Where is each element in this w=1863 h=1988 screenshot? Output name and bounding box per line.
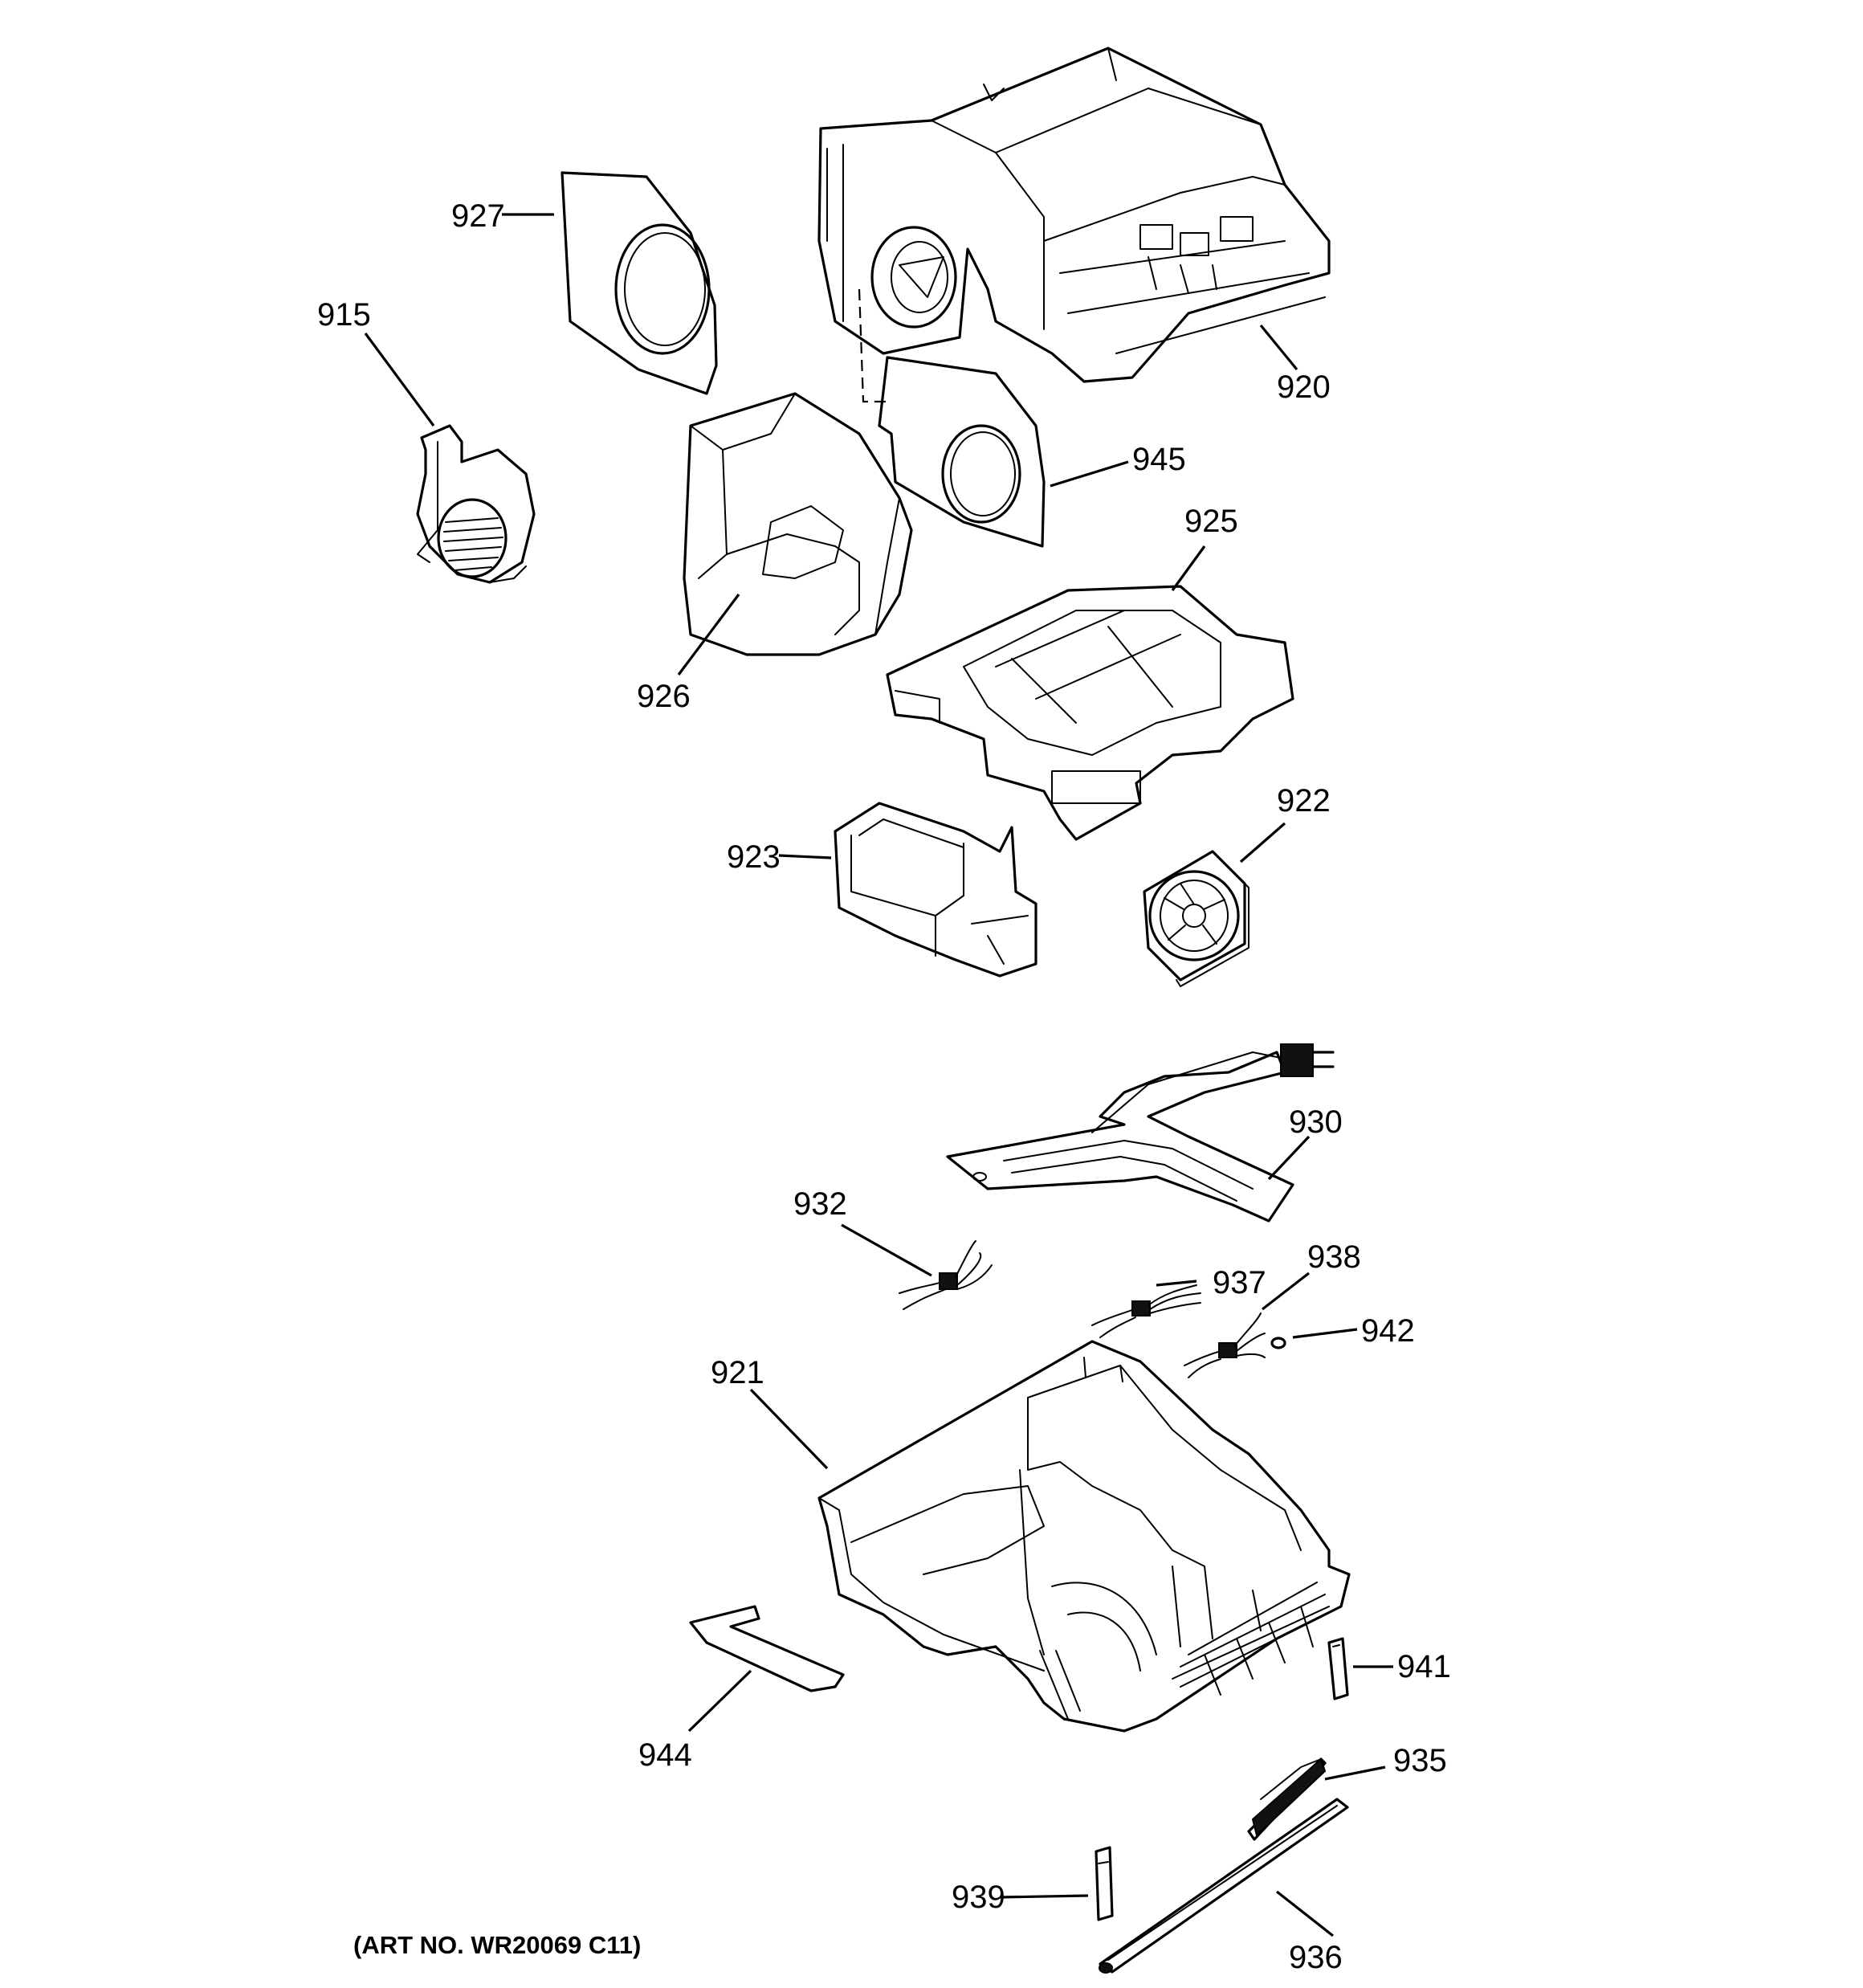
part-937-connector	[1091, 1284, 1201, 1338]
part-920-housing	[817, 47, 1331, 383]
part-936-rail	[1099, 1798, 1349, 1974]
callout-944: 944	[638, 1737, 692, 1773]
part-930-heater	[946, 1043, 1335, 1223]
callout-920: 920	[1277, 369, 1331, 405]
callout-941: 941	[1397, 1649, 1451, 1684]
part-945-gasket	[878, 356, 1046, 548]
part-922-fan	[1143, 850, 1249, 987]
part-921-bucket	[817, 1340, 1351, 1733]
callout-922: 922	[1277, 783, 1331, 818]
part-923-relay	[834, 802, 1037, 978]
part-932-connector	[899, 1240, 993, 1310]
part-927-plate	[561, 171, 718, 395]
callout-942: 942	[1361, 1313, 1415, 1349]
callout-921: 921	[711, 1355, 764, 1390]
part-942-ring	[1270, 1337, 1286, 1349]
art-number: (ART NO. WR20069 C11)	[353, 1931, 641, 1959]
assembly-guide-line	[858, 288, 891, 403]
part-941-pin	[1327, 1637, 1349, 1700]
part-938-connector	[1184, 1312, 1266, 1378]
part-926-duct	[683, 392, 913, 656]
callout-927: 927	[451, 198, 505, 234]
callout-925: 925	[1184, 504, 1238, 539]
part-915-damper	[416, 424, 536, 584]
callout-926: 926	[637, 679, 691, 714]
callout-936: 936	[1289, 1940, 1343, 1975]
callout-923: 923	[727, 839, 781, 875]
part-925-base	[886, 585, 1294, 841]
part-939-pin	[1095, 1846, 1114, 1921]
callout-930: 930	[1289, 1104, 1343, 1140]
callout-932: 932	[793, 1186, 847, 1222]
part-935-grille	[1247, 1757, 1327, 1841]
leader-lines	[364, 213, 1393, 1937]
callout-935: 935	[1393, 1743, 1447, 1778]
part-944-strip	[689, 1605, 845, 1692]
callout-945: 945	[1132, 442, 1186, 477]
callout-915: 915	[317, 297, 371, 333]
callout-937: 937	[1213, 1265, 1266, 1300]
callout-939: 939	[952, 1880, 1005, 1915]
callout-938: 938	[1307, 1239, 1361, 1275]
